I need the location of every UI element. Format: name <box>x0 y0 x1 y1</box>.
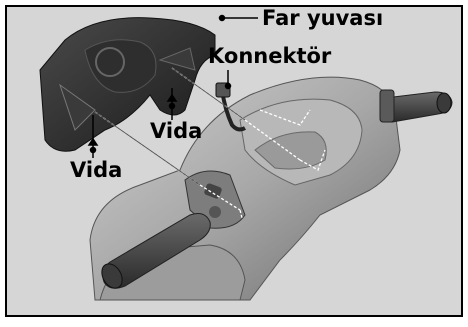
label-screw-right: Vida <box>150 121 202 142</box>
label-screw-left: Vida <box>70 160 122 181</box>
label-headlight-housing: Far yuvası <box>262 8 383 29</box>
label-connector: Konnektör <box>208 46 331 67</box>
